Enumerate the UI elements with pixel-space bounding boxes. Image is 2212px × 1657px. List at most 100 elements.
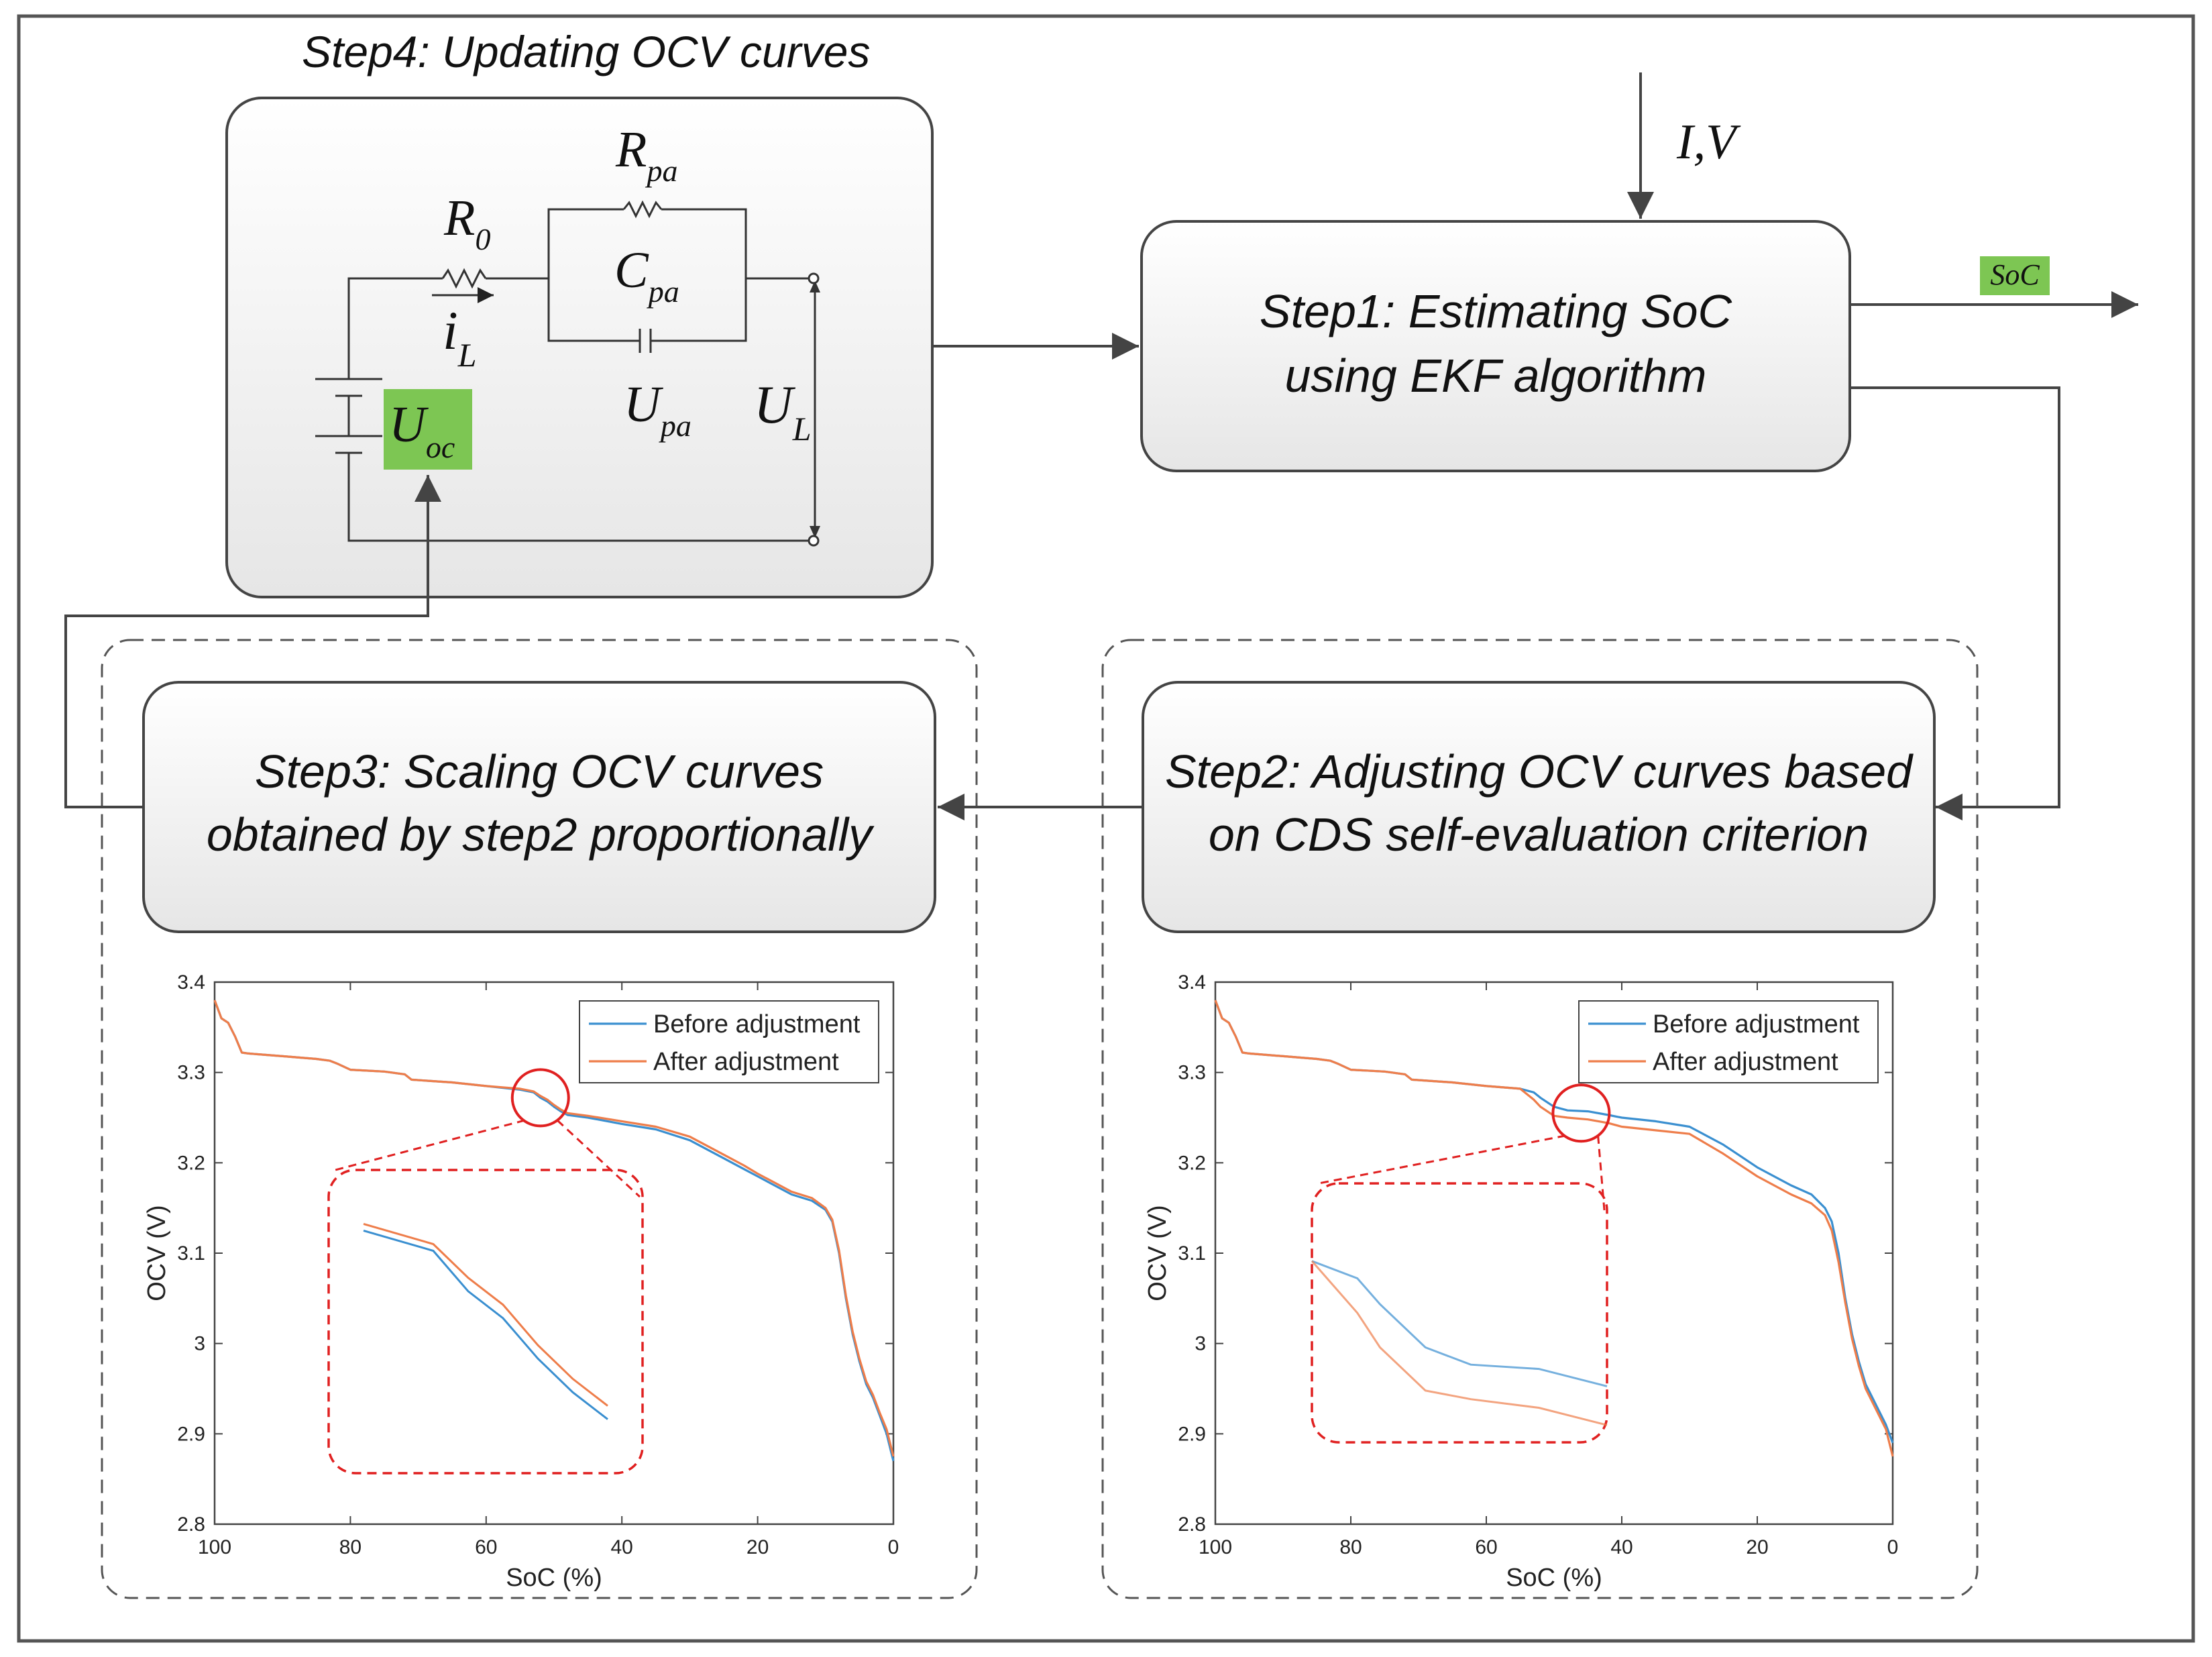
il-label: iL (443, 300, 477, 374)
step2-panel (1101, 639, 1979, 1599)
legend-label: After adjustment (653, 1048, 839, 1076)
terminal-bottom (808, 535, 820, 547)
legend-label: After adjustment (1653, 1048, 1838, 1076)
terminal-top (808, 272, 820, 284)
step3-line1: Step3: Scaling OCV curves (255, 745, 824, 798)
x-tick-label: 60 (475, 1536, 497, 1558)
step1-line1: Step1: Estimating SoC (1260, 285, 1732, 337)
x-tick-label: 20 (1746, 1536, 1768, 1558)
step3-box (142, 681, 936, 933)
y-tick-label: 3.4 (1178, 971, 1206, 994)
y-tick-label: 3.1 (1178, 1242, 1206, 1265)
wire-rc-top-left (547, 208, 624, 278)
wire-rc-bottom-left (547, 278, 640, 342)
x-tick-label: 40 (611, 1536, 633, 1558)
rpa-main: R (615, 121, 647, 178)
series-line-after (1214, 1000, 1894, 1457)
step2-line1: Step2: Adjusting OCV curves based (1165, 745, 1914, 798)
equivalent-circuit (315, 200, 816, 542)
step3-panel (101, 639, 978, 1599)
il-sub: L (457, 336, 477, 374)
wire-rc-top-right (661, 208, 747, 278)
x-axis-label: SoC (%) (506, 1564, 602, 1592)
ul-sub: L (792, 410, 812, 447)
x-tick-label: 100 (198, 1536, 231, 1558)
upa-main: U (624, 376, 663, 433)
rpa-sub: pa (645, 154, 677, 188)
step1-to-step2-arrow (1850, 386, 2060, 820)
cpa-label: Cpa (614, 242, 679, 309)
legend-label: Before adjustment (1653, 1010, 1860, 1038)
wire-top-left (347, 277, 443, 379)
legend-box (1578, 1000, 1879, 1083)
step2-box (1142, 681, 1936, 933)
y-tick-label: 3.1 (177, 1242, 205, 1265)
r0-resistor (441, 268, 487, 289)
x-axis-label: SoC (%) (1506, 1564, 1602, 1592)
y-axis-label: OCV (V) (1144, 1205, 1172, 1301)
outer-frame (17, 14, 2195, 1643)
y-tick-label: 2.9 (177, 1423, 205, 1445)
uoc-main: U (389, 396, 429, 453)
zoom-connector (335, 1119, 526, 1171)
step1-line2: using EKF algorithm (1284, 350, 1706, 402)
inset-line-before (363, 1229, 608, 1420)
legend-box (579, 1000, 879, 1083)
zoom-highlight-circle (1551, 1083, 1611, 1143)
uoc-label: Uoc (389, 396, 455, 464)
rpa-label: Rpa (615, 121, 677, 188)
input-label: I,V (1676, 115, 1741, 170)
wire-bottom (347, 453, 810, 542)
x-tick-label: 0 (1887, 1536, 1899, 1558)
y-tick-label: 3 (194, 1333, 205, 1355)
wire-rc-bottom-right (651, 278, 747, 342)
y-tick-label: 2.9 (1178, 1423, 1206, 1445)
uoc-sub: oc (426, 430, 455, 464)
y-tick-label: 3.3 (1178, 1062, 1206, 1084)
upa-sub: pa (659, 409, 692, 443)
y-tick-label: 3.3 (177, 1062, 205, 1084)
step4-circuit-box (225, 97, 934, 598)
ul-arrowhead-top (810, 280, 820, 292)
y-tick-label: 3.4 (177, 971, 205, 994)
r0-label: R0 (443, 190, 490, 256)
inset-line-after (1311, 1260, 1608, 1426)
step3-line2: obtained by step2 proportionally (207, 808, 875, 861)
x-tick-label: 100 (1199, 1536, 1232, 1558)
y-tick-label: 2.8 (177, 1513, 205, 1536)
zoom-connector (556, 1119, 641, 1198)
x-tick-label: 20 (746, 1536, 769, 1558)
r0-sub: 0 (475, 222, 490, 256)
zoom-highlight-circle (510, 1068, 570, 1128)
upa-label: Upa (624, 376, 692, 443)
inset-line-before (1311, 1260, 1608, 1387)
x-tick-label: 80 (1339, 1536, 1362, 1558)
il-main: i (443, 300, 458, 361)
cpa-main: C (614, 242, 649, 299)
inset-line-after (363, 1222, 608, 1407)
y-tick-label: 3.2 (177, 1152, 205, 1174)
uoc-highlight-box (384, 389, 472, 470)
x-tick-label: 40 (1610, 1536, 1633, 1558)
output-soc-label: SoC (1990, 258, 2040, 291)
soc-highlight-box (1980, 256, 2050, 295)
zoom-connector (1318, 1134, 1566, 1185)
ul-arrowhead-bottom (810, 526, 820, 538)
cpa-sub: pa (647, 274, 679, 309)
y-tick-label: 3 (1195, 1333, 1206, 1355)
step1-box (1140, 220, 1851, 472)
y-tick-label: 3.2 (1178, 1152, 1206, 1174)
step3-to-step4-arrow (64, 475, 441, 808)
zoom-inset-box (327, 1169, 644, 1475)
ul-label: UL (754, 376, 812, 447)
y-axis-label: OCV (V) (143, 1205, 171, 1301)
zoom-inset-box (1311, 1182, 1608, 1444)
x-tick-label: 60 (1475, 1536, 1497, 1558)
x-tick-label: 80 (339, 1536, 362, 1558)
step4-title: Step4: Updating OCV curves (302, 27, 870, 76)
r0-main: R (443, 190, 475, 246)
